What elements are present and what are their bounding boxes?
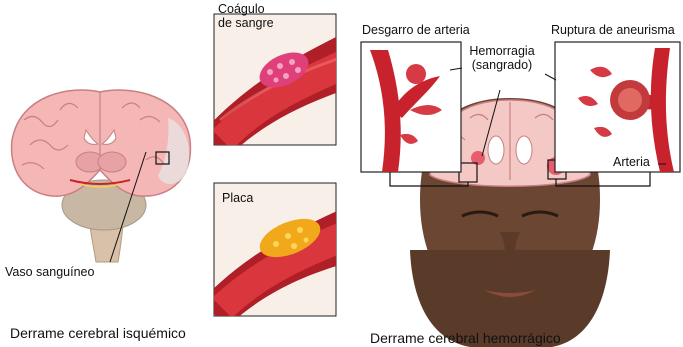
blood-vessel-label: Vaso sanguíneo xyxy=(5,265,94,279)
ischemic-stroke-caption: Derrame cerebral isquémico xyxy=(10,325,186,341)
artery-tear-label: Desgarro de arteria xyxy=(362,23,470,37)
plaque-label: Placa xyxy=(222,191,253,205)
artery-tear-inset xyxy=(361,42,461,172)
coronal-brain-illustration xyxy=(12,90,191,262)
clot-label: Coágulo de sangre xyxy=(218,2,328,30)
aneurysm-rupture-label: Ruptura de aneurisma xyxy=(551,23,675,37)
hemorrhage-label: Hemorragia (sangrado) xyxy=(462,44,542,72)
clot-inset xyxy=(200,14,350,160)
artery-label: Arteria xyxy=(613,155,650,169)
hemorrhagic-stroke-caption: Derrame cerebral hemorrágico xyxy=(370,330,561,346)
aneurysm-rupture-inset xyxy=(555,42,680,172)
